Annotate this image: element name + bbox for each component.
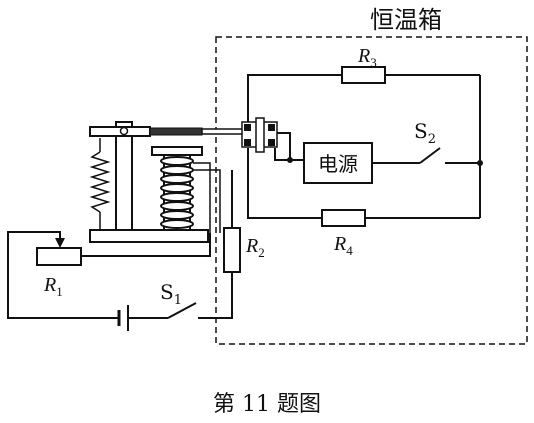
relay-post: [115, 121, 133, 231]
switch-s1: [167, 302, 197, 319]
incubator-boundary: [215, 36, 528, 345]
moving-contact-arm: [149, 127, 203, 136]
electromagnet-cap: [151, 146, 203, 156]
resistor-r4: [321, 209, 366, 227]
figure-caption: 第 11 题图: [213, 392, 321, 417]
label-s2: S2: [414, 119, 436, 147]
junction-node: [477, 160, 483, 166]
rheostat-r1: [36, 247, 82, 266]
slider-arrow: [55, 238, 65, 248]
relay-base: [89, 229, 209, 243]
pivot: [119, 126, 129, 136]
power-supply-label: 电源: [318, 152, 358, 176]
label-s1: S1: [160, 280, 182, 308]
label-r3: R3: [357, 45, 377, 70]
label-r2: R2: [245, 235, 265, 260]
label-r4: R4: [333, 233, 353, 258]
junction-node: [287, 157, 293, 163]
control-circuit: R2 S1 R1: [7, 170, 265, 331]
relay: [89, 117, 278, 243]
power-supply: [303, 142, 373, 184]
heater-circuit: R3 R4 电源 S2: [247, 45, 483, 258]
switch-s2: [419, 147, 441, 164]
electromagnet-coil: [160, 156, 194, 229]
incubator-label: 恒温箱: [370, 6, 442, 34]
label-r1: R1: [43, 274, 63, 299]
spring: [89, 151, 111, 213]
resistor-r3: [341, 66, 386, 84]
resistor-r2: [223, 227, 241, 273]
